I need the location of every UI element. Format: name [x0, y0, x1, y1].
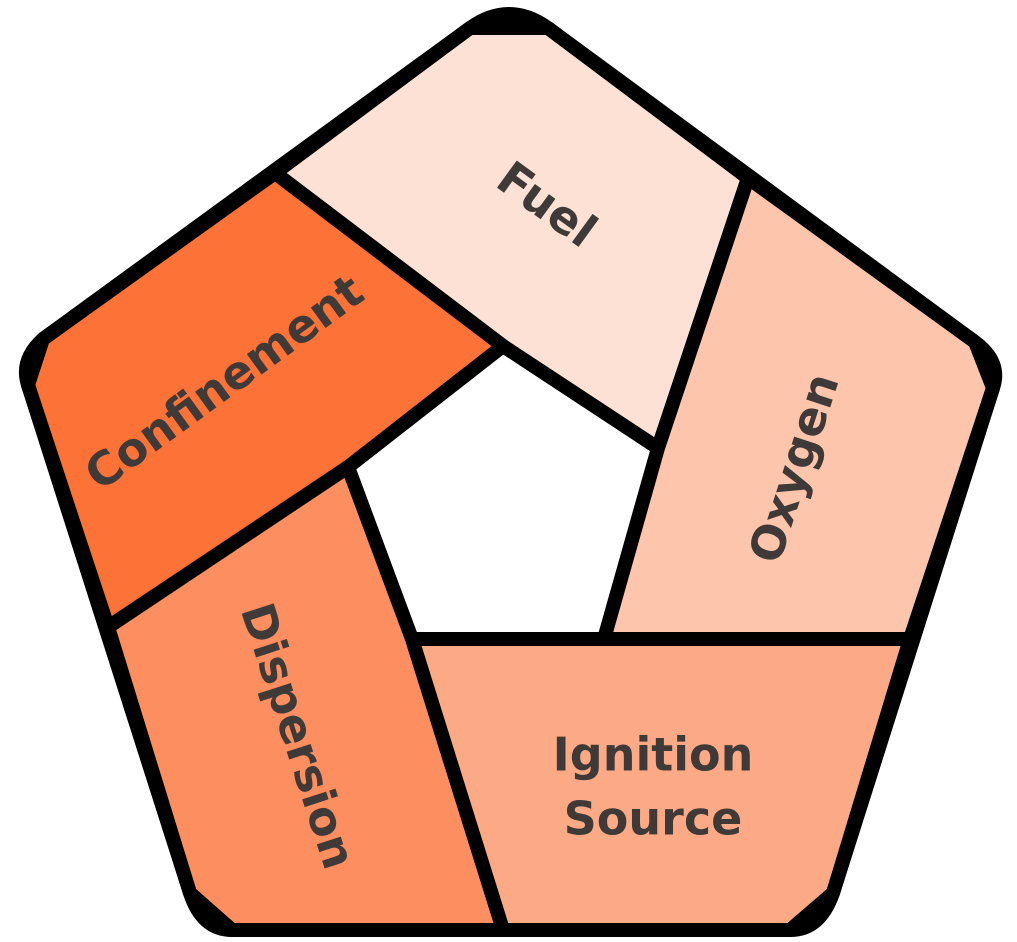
pentagon-outline	[18, 7, 1003, 937]
label-ignition-line1: Ignition	[553, 728, 754, 782]
label-ignition-line2: Source	[564, 792, 743, 846]
